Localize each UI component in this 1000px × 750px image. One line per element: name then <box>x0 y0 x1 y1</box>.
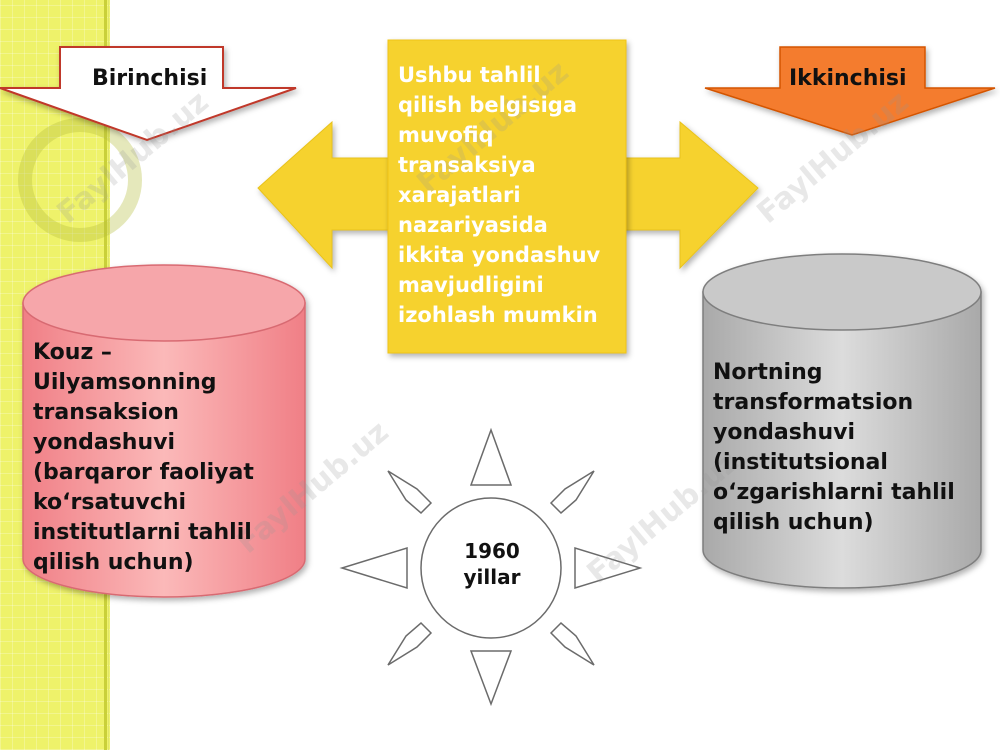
center-box-text: Ushbu tahlil qilish belgisiga muvofiq tr… <box>398 60 623 330</box>
center-line: izohlash mumkin <box>398 303 598 327</box>
right-cylinder-line: yondashuvi <box>713 420 856 445</box>
center-line: transaksiya <box>398 153 536 177</box>
center-box-shape <box>387 39 627 354</box>
left-arrow-shape <box>0 46 297 142</box>
left-cylinder-line: ko‘rsatuvchi <box>33 490 187 515</box>
left-cylinder <box>22 264 306 598</box>
center-line: Ushbu tahlil <box>398 63 541 87</box>
left-cylinder-text: Kouz – Uilyamsonning transaksion yondash… <box>33 338 301 578</box>
left-cylinder-line: qilish uchun) <box>33 550 194 575</box>
center-line: ikkita yondashuv <box>398 243 601 267</box>
left-cylinder-line: (barqaror faoliyat <box>33 460 254 485</box>
right-arrow-shape <box>704 46 996 136</box>
right-cylinder-line: qilish uchun) <box>713 510 874 535</box>
left-cylinder-line: institutlarni tahlil <box>33 520 252 545</box>
center-line: muvofiq <box>398 123 494 147</box>
right-arrow-label: Ikkinchisi <box>789 66 907 91</box>
decorative-circle <box>18 118 142 242</box>
right-cylinder-line: o‘zgarishlarni tahlil <box>713 480 955 505</box>
center-line: xarajatlari <box>398 183 521 207</box>
left-cylinder-line: Kouz – <box>33 340 112 365</box>
sun-label: 1960 yillar <box>440 538 544 590</box>
left-cylinder-line: Uilyamsonning <box>33 370 217 395</box>
sun-shape <box>339 427 643 707</box>
sun-year: 1960 <box>464 539 520 563</box>
left-cylinder-line: yondashuvi <box>33 430 176 455</box>
right-cylinder-text: Nortning transformatsion yondashuvi (ins… <box>713 358 981 538</box>
sun-unit: yillar <box>463 565 521 589</box>
right-cylinder-line: transformatsion <box>713 390 914 415</box>
left-arrow-label: Birinchisi <box>92 66 208 91</box>
right-cylinder-line: (institutsional <box>713 450 888 475</box>
center-line: nazariyasida <box>398 213 548 237</box>
right-cylinder-line: Nortning <box>713 360 823 385</box>
center-line: qilish belgisiga <box>398 93 577 117</box>
left-cylinder-line: transaksion <box>33 400 179 425</box>
center-line: mavjudligini <box>398 273 544 297</box>
right-cylinder <box>702 253 982 589</box>
